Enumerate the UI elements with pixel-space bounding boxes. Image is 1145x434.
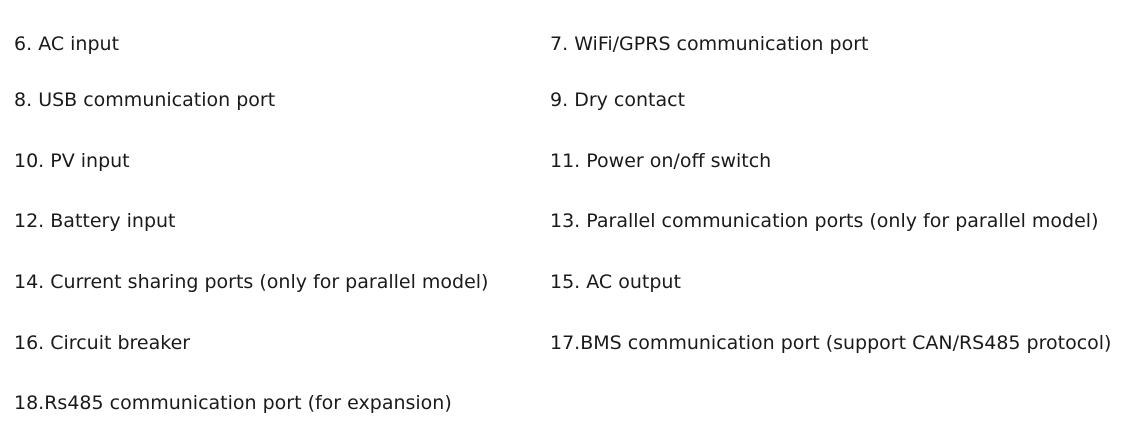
- item-label: AC output: [586, 271, 681, 293]
- item-number: 14.: [14, 271, 45, 293]
- item-label: Rs485 communication port (for expansion): [44, 392, 452, 414]
- list-item-ac-output: 15. AC output: [550, 270, 681, 294]
- item-number: 15.: [550, 271, 581, 293]
- item-number: 13.: [550, 210, 581, 232]
- list-item-dry-contact: 9. Dry contact: [550, 88, 685, 112]
- list-item-usb-port: 8. USB communication port: [14, 88, 275, 112]
- item-number: 12.: [14, 210, 45, 232]
- item-label: BMS communication port (support CAN/RS48…: [580, 332, 1112, 354]
- item-label: Circuit breaker: [50, 332, 191, 354]
- item-number: 8.: [14, 89, 33, 111]
- item-label: USB communication port: [38, 89, 276, 111]
- list-item-ac-input: 6. AC input: [14, 32, 119, 56]
- item-number: 17.: [550, 332, 581, 354]
- item-label: Current sharing ports (only for parallel…: [50, 271, 489, 293]
- item-number: 7.: [550, 33, 569, 55]
- list-item-rs485-comm-port: 18.Rs485 communication port (for expansi…: [14, 391, 452, 415]
- item-label: Dry contact: [574, 89, 686, 111]
- list-item-power-switch: 11. Power on/off switch: [550, 149, 771, 173]
- item-label: Parallel communication ports (only for p…: [586, 210, 1099, 232]
- item-label: Battery input: [50, 210, 176, 232]
- item-number: 9.: [550, 89, 569, 111]
- list-item-wifi-gprs-port: 7. WiFi/GPRS communication port: [550, 32, 868, 56]
- item-number: 10.: [14, 150, 45, 172]
- list-item-parallel-comm-ports: 13. Parallel communication ports (only f…: [550, 209, 1099, 233]
- item-number: 6.: [14, 33, 33, 55]
- list-item-current-sharing-ports: 14. Current sharing ports (only for para…: [14, 270, 488, 294]
- item-number: 18.: [14, 392, 45, 414]
- list-item-pv-input: 10. PV input: [14, 149, 130, 173]
- item-number: 16.: [14, 332, 45, 354]
- item-label: WiFi/GPRS communication port: [574, 33, 869, 55]
- list-item-bms-comm-port: 17.BMS communication port (support CAN/R…: [550, 331, 1111, 355]
- item-label: PV input: [50, 150, 130, 172]
- item-label: AC input: [38, 33, 120, 55]
- list-item-battery-input: 12. Battery input: [14, 209, 176, 233]
- item-number: 11.: [550, 150, 581, 172]
- item-label: Power on/off switch: [586, 150, 772, 172]
- list-item-circuit-breaker: 16. Circuit breaker: [14, 331, 190, 355]
